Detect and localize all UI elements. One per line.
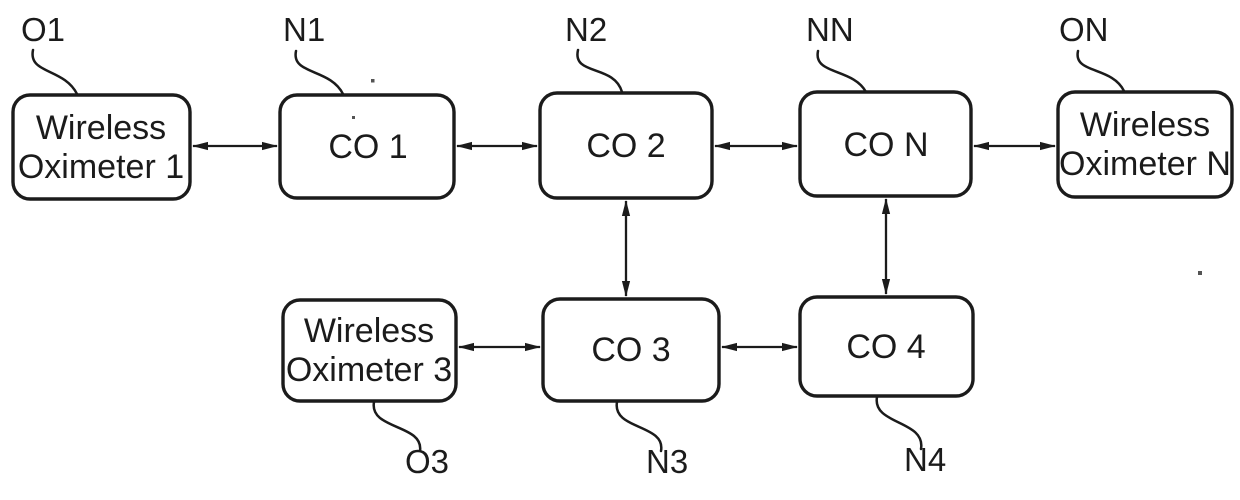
node-co2: CO 2: [538, 91, 714, 200]
node-con-label: CO N: [844, 126, 929, 164]
leader-line-n2: [576, 48, 624, 94]
node-wireless-oximeter-n: Wireless Oximeter N: [1056, 90, 1234, 199]
ref-label-n2: N2: [565, 11, 607, 48]
node-wireless-oximeter-3-label-line2: Oximeter 3: [286, 351, 452, 389]
leader-line-n4: [875, 395, 923, 451]
node-co4-box: [798, 295, 975, 398]
node-con: CO N: [798, 90, 973, 198]
scan-speck: [371, 79, 375, 83]
node-wireless-oximeter-n-box: [1056, 90, 1234, 199]
node-co2-box: [538, 91, 714, 200]
node-co1-box: [278, 93, 456, 200]
leader-line-nn: [816, 49, 868, 94]
scan-speck: [1198, 271, 1202, 275]
node-con-box: [798, 90, 973, 198]
node-co4-label: CO 4: [846, 328, 925, 366]
leader-line-on: [1076, 49, 1126, 93]
leader-line-n1: [294, 49, 345, 96]
ref-label-n4: N4: [904, 441, 946, 478]
ref-label-nn: NN: [806, 11, 854, 48]
ref-label-o1: O1: [21, 11, 65, 48]
node-wireless-oximeter-1: Wireless Oximeter 1: [11, 93, 192, 201]
ref-label-n1: N1: [283, 11, 325, 48]
leader-line-n3: [615, 400, 663, 453]
node-co1: CO 1: [278, 93, 456, 200]
node-co3: CO 3: [541, 297, 721, 403]
node-wireless-oximeter-n-label-line2: Oximeter N: [1059, 145, 1231, 183]
node-wireless-oximeter-1-label-line1: Wireless: [36, 109, 166, 147]
node-wireless-oximeter-3-box: [281, 298, 458, 403]
node-co4: CO 4: [798, 295, 975, 398]
node-co3-label: CO 3: [591, 331, 670, 369]
node-wireless-oximeter-1-box: [11, 93, 192, 201]
node-co2-label: CO 2: [586, 127, 665, 165]
ref-label-on: ON: [1059, 11, 1109, 48]
node-wireless-oximeter-n-label-line1: Wireless: [1080, 106, 1210, 144]
node-wireless-oximeter-1-label-line2: Oximeter 1: [18, 148, 184, 186]
node-wireless-oximeter-3: Wireless Oximeter 3: [281, 298, 458, 403]
node-co3-box: [541, 297, 721, 403]
ref-label-o3: O3: [405, 443, 449, 480]
leader-line-o3: [372, 400, 422, 453]
node-wireless-oximeter-3-label-line1: Wireless: [304, 312, 434, 350]
node-co1-label: CO 1: [328, 128, 407, 166]
leader-line-o1: [31, 48, 79, 96]
scan-speck: [352, 116, 355, 119]
ref-label-n3: N3: [646, 443, 688, 480]
